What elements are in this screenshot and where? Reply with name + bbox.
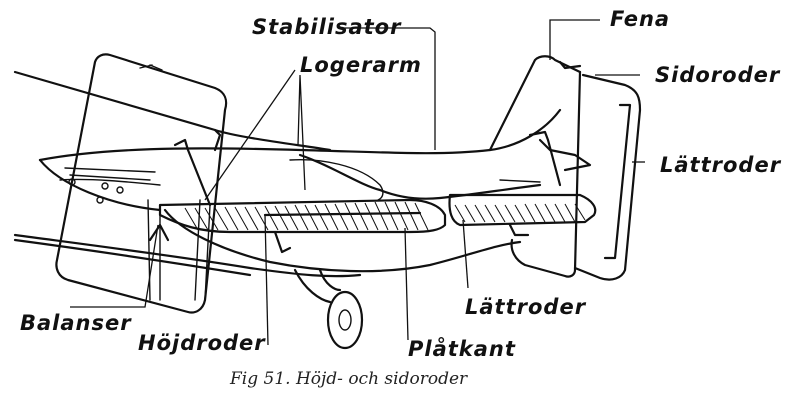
label-hojdroder: Höjdroder [138, 331, 266, 355]
wing-edge-lower [13, 238, 252, 277]
label-lattroder-right: Lättroder [660, 153, 782, 177]
rudder [573, 73, 642, 281]
left-stabilizer [158, 198, 447, 254]
label-balanser: Balanser [20, 311, 132, 335]
label-stabilisator: Stabilisator [252, 15, 402, 39]
trim-tab-hatching [454, 203, 586, 223]
label-fena: Fena [610, 7, 670, 31]
control-horns [148, 130, 562, 242]
leader-lines [70, 19, 645, 346]
balance-plate [55, 53, 228, 314]
tail-wheel [293, 268, 364, 350]
label-sidoroder: Sidoroder [655, 63, 781, 87]
fin [488, 55, 592, 278]
elevator-hatching [184, 201, 429, 231]
right-stabilizer [448, 179, 597, 237]
label-logerarm: Logerarm [300, 53, 422, 77]
wing-edge [13, 233, 362, 278]
fuselage [13, 70, 562, 273]
figure-caption: Fig 51. Höjd- och sidoroder [229, 369, 468, 389]
label-platkant: Plåtkant [408, 336, 516, 361]
label-lattroder-bottom: Lättroder [465, 295, 587, 319]
